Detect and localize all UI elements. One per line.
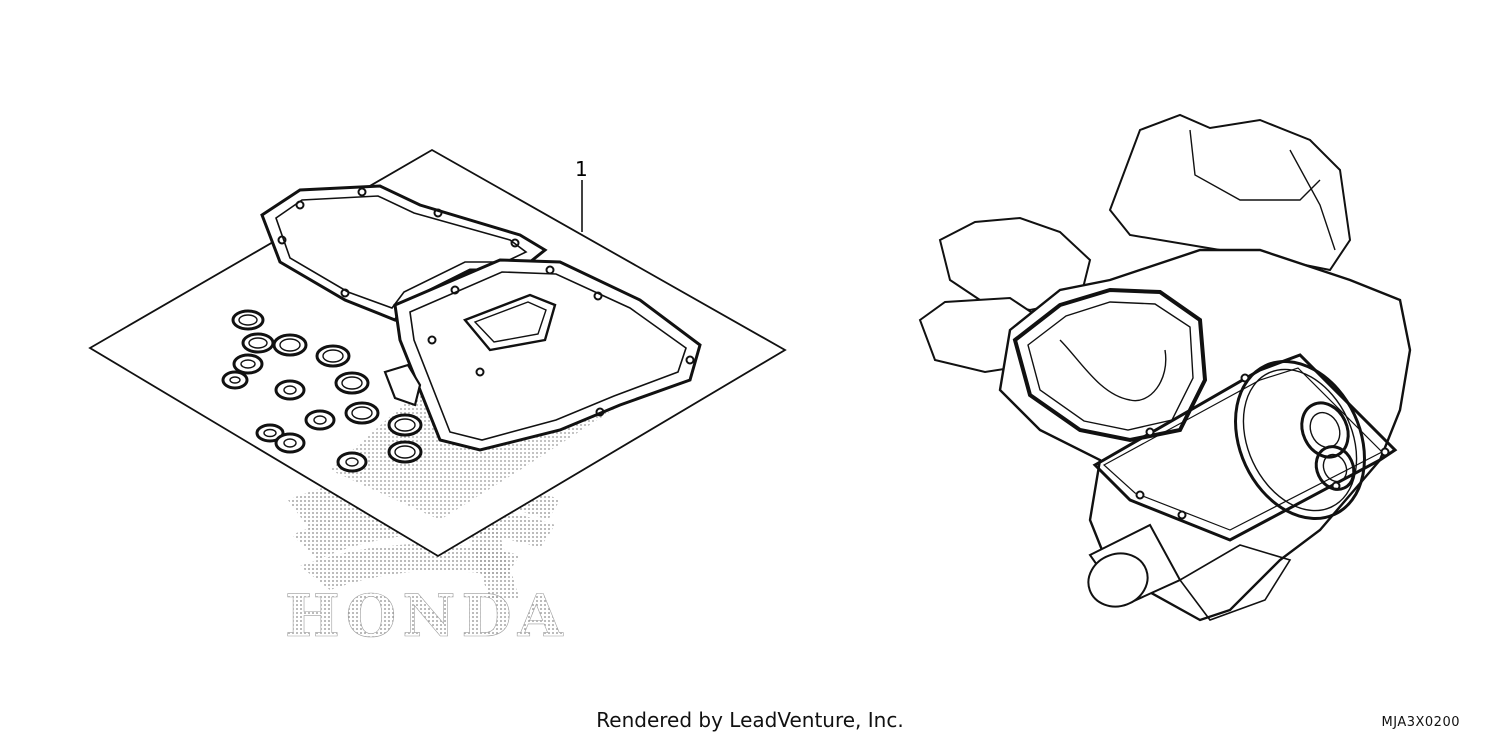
footer-credit: Rendered by LeadVenture, Inc. — [596, 708, 904, 732]
strainer-gasket — [463, 293, 557, 352]
o-ring-set — [221, 309, 423, 473]
oil-pan-gasket — [393, 258, 702, 452]
engine-illustration — [918, 113, 1412, 622]
callout-number: 1 — [575, 157, 588, 181]
diagram-code: MJA3X0200 — [1381, 715, 1460, 730]
honda-logo-text: HONDA — [285, 582, 569, 650]
bracket-gasket — [383, 363, 422, 407]
gasket-kit-illustration — [88, 148, 787, 558]
